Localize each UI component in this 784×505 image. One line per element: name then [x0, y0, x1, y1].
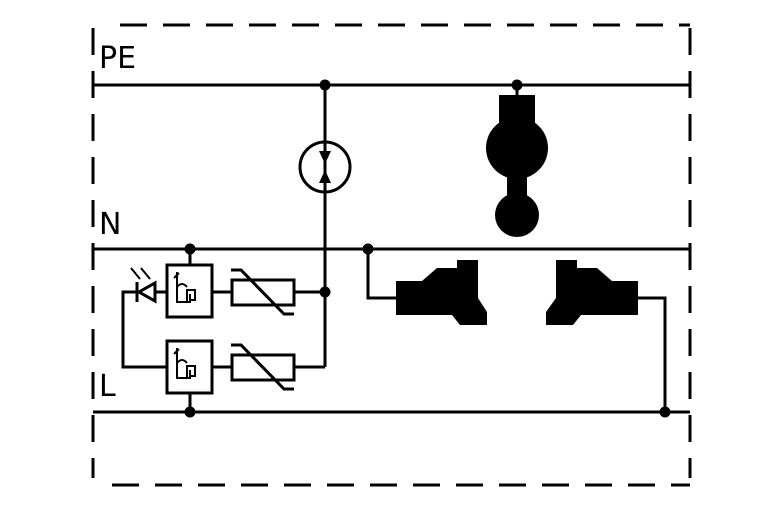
l-label: L — [99, 369, 116, 404]
socket-pin-left — [396, 260, 487, 325]
thermal-disconnector — [165, 263, 214, 319]
thermal-disconnector — [165, 339, 214, 395]
indicator-led — [130, 267, 157, 304]
gdt-arrows — [319, 151, 331, 183]
socket-right-wire — [638, 296, 667, 412]
junction-dots — [184, 79, 671, 418]
pe-label: PE — [99, 41, 137, 76]
socket-earth-pin — [486, 95, 548, 237]
socket-left-wire — [366, 249, 396, 300]
socket-pin-right — [546, 260, 638, 325]
varistor — [230, 343, 296, 391]
led-return-wire — [121, 290, 167, 369]
n-label: N — [99, 207, 122, 242]
varistor — [230, 268, 296, 316]
gas-discharge-tube — [298, 140, 352, 194]
enclosure-boundary — [91, 23, 692, 487]
